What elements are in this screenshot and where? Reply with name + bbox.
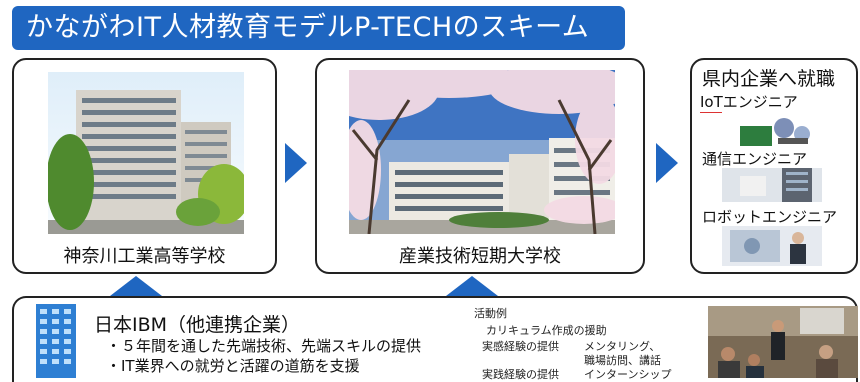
job-telecom-label: 通信エンジニア xyxy=(702,150,808,168)
employment-box: 県内企業へ就職 IoTエンジニア 通信エンジニア ロボットエンジニア xyxy=(690,58,858,274)
activity-exp2-label: 実践経験の提供 xyxy=(482,368,559,381)
iot-illustration xyxy=(722,112,822,150)
partner-name: 日本IBM（他連携企業） xyxy=(94,314,301,336)
activity-exp2-value: インターンシップ xyxy=(584,368,672,381)
activities-heading: 活動例 xyxy=(474,307,507,320)
activity-curriculum: カリキュラム作成の援助 xyxy=(486,324,607,337)
job-iot-label: IoTエンジニア xyxy=(700,93,798,113)
high-school-name: 神奈川工業高等学校 xyxy=(63,246,226,267)
arrow-up-1 xyxy=(110,276,162,296)
scheme-title: かながわIT人材教育モデルP-TECHのスキーム xyxy=(12,6,625,50)
building-icon xyxy=(36,304,76,378)
telecom-illustration xyxy=(722,168,822,202)
activity-exp1-label: 実感経験の提供 xyxy=(482,340,559,353)
activity-exp1-value2: 職場訪問、講話 xyxy=(584,354,661,367)
employment-heading: 県内企業へ就職 xyxy=(702,68,836,90)
robot-illustration xyxy=(722,226,822,266)
arrow-right-2 xyxy=(656,143,678,183)
partner-bullet-2: ・IT業界への就労と活躍の道筋を支援 xyxy=(106,357,360,375)
arrow-up-2 xyxy=(446,276,498,296)
high-school-photo xyxy=(48,72,244,234)
college-box: 産業技術短期大学校 xyxy=(315,58,645,274)
college-photo xyxy=(349,70,615,234)
high-school-box: 神奈川工業高等学校 xyxy=(12,58,277,274)
arrow-right-1 xyxy=(285,143,307,183)
partner-bullet-1: ・５年間を通した先端技術、先端スキルの提供 xyxy=(106,337,422,355)
job-robot-label: ロボットエンジニア xyxy=(702,208,838,226)
activity-exp1-value: メンタリング、 xyxy=(584,340,661,353)
mentoring-photo xyxy=(708,306,858,378)
college-name: 産業技術短期大学校 xyxy=(399,246,561,267)
